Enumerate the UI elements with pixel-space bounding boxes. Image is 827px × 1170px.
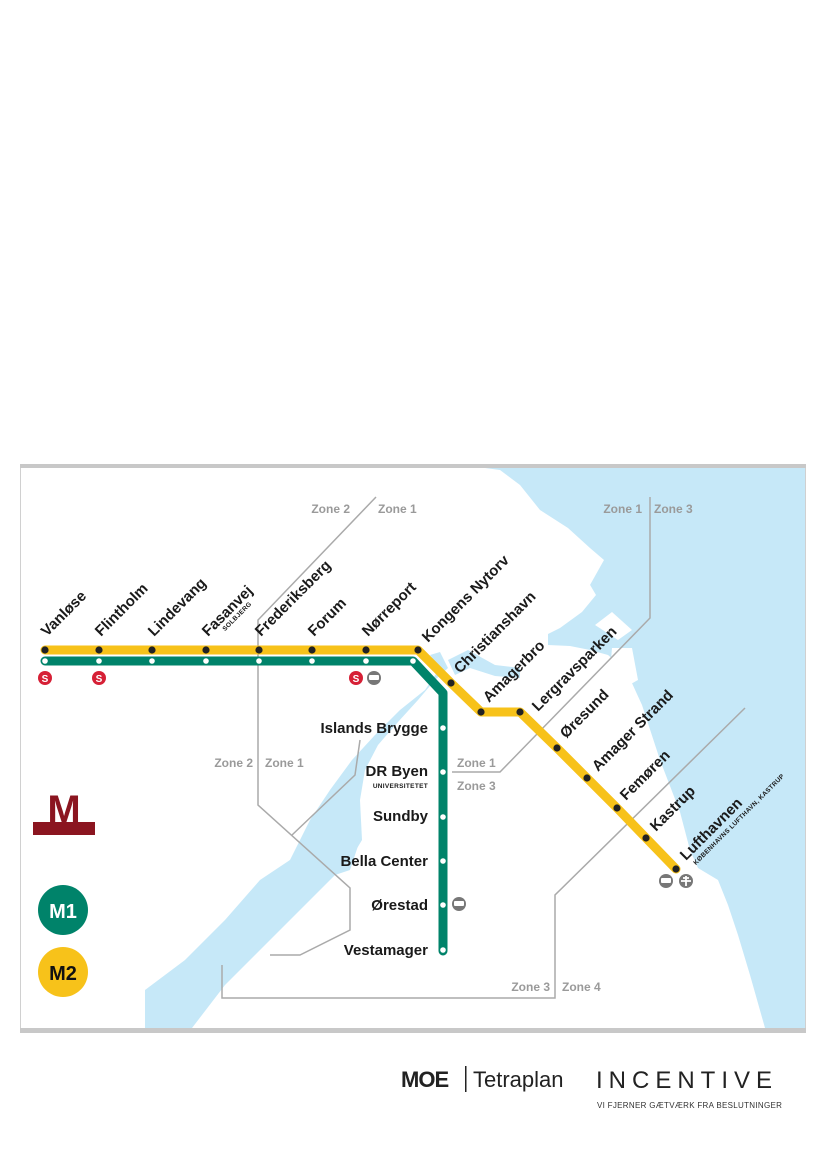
station-label-dr-byen[interactable]: DR Byen [365, 763, 428, 780]
airplane-icon [679, 874, 693, 888]
station-dot[interactable] [440, 769, 446, 775]
station-dot[interactable] [477, 708, 485, 716]
zone-label: Zone 1 [378, 502, 417, 516]
prøvestenen-pier [595, 612, 632, 640]
station-dot[interactable] [440, 814, 446, 820]
oresund-sound [485, 468, 805, 1028]
s-train-icon: S [349, 671, 363, 685]
m1-line [40, 656, 448, 956]
station-dot[interactable] [95, 646, 103, 654]
station-dot[interactable] [256, 658, 262, 664]
zone-label: Zone 2 [311, 502, 350, 516]
inner-harbour [145, 652, 448, 1028]
station-dot[interactable] [96, 658, 102, 664]
station-label-femoren[interactable]: Femøren [617, 747, 674, 804]
station-dot[interactable] [414, 646, 422, 654]
zone-label: Zone 2 [214, 756, 253, 770]
incentive-logo: INCENTIVE [596, 1067, 778, 1094]
station-label-vanlose[interactable]: Vanløse [38, 588, 90, 640]
s-train-icon: S [92, 671, 106, 685]
m1-station-dots [42, 658, 446, 953]
m2-station-dots [41, 646, 680, 873]
christianshavn-canal [448, 650, 520, 678]
s-train-icon-letter: S [353, 674, 360, 685]
m2-line [40, 645, 681, 874]
regional-train-icon [452, 897, 466, 911]
zone-labels: Zone 2 Zone 1 Zone 1 Zone 3 Zone 2 Zone … [214, 502, 693, 994]
s-train-icon-letter: S [42, 674, 49, 685]
station-dot[interactable] [203, 658, 209, 664]
refshaleoen-island [506, 512, 596, 640]
station-label-orestad[interactable]: Ørestad [371, 897, 428, 914]
zone-label: Zone 1 [457, 756, 496, 770]
zone-3-4-boundary [221, 707, 746, 999]
zone-label: Zone 3 [511, 980, 550, 994]
water-areas [145, 468, 805, 1028]
station-dot[interactable] [148, 646, 156, 654]
regional-train-icon [367, 671, 381, 685]
station-dot[interactable] [642, 834, 650, 842]
footer-logos: MOE Tetraplan INCENTIVE VI FJERNER GÆTVÆ… [401, 1066, 782, 1110]
station-dot[interactable] [440, 902, 446, 908]
station-dot[interactable] [440, 858, 446, 864]
station-label-sundby[interactable]: Sundby [373, 808, 429, 825]
m1-badge-label: M1 [49, 901, 77, 923]
zone-label: Zone 1 [603, 502, 642, 516]
station-label-bella-center[interactable]: Bella Center [340, 853, 428, 870]
m2-badge-label: M2 [49, 963, 77, 985]
station-label-flintholm[interactable]: Flintholm [92, 580, 152, 640]
station-label-oresund[interactable]: Øresund [557, 686, 613, 742]
m2-legend-badge: M2 [38, 947, 88, 997]
transfer-icons: S S S [38, 671, 693, 911]
station-label-forum[interactable]: Forum [305, 595, 350, 640]
station-label-vestamager[interactable]: Vestamager [344, 942, 428, 959]
station-dot[interactable] [202, 646, 210, 654]
station-dot[interactable] [440, 725, 446, 731]
moe-logo: MOE [401, 1067, 448, 1092]
land-areas [506, 512, 638, 690]
metro-logo: M [33, 788, 95, 835]
amager-pier [610, 648, 638, 690]
station-dot[interactable] [553, 744, 561, 752]
station-dot[interactable] [362, 646, 370, 654]
station-dot[interactable] [41, 646, 49, 654]
station-dot[interactable] [440, 947, 446, 953]
zone-1-2-boundary-west [257, 665, 351, 956]
station-label-norreport[interactable]: Nørreport [359, 579, 420, 640]
harbour-south-channel [268, 840, 360, 885]
m1-legend-badge: M1 [38, 885, 88, 935]
map-frame [20, 464, 806, 1033]
station-dot[interactable] [613, 804, 621, 812]
s-train-icon-letter: S [96, 674, 103, 685]
station-dot[interactable] [583, 774, 591, 782]
tetraplan-logo: Tetraplan [473, 1067, 564, 1092]
regional-train-icon [659, 874, 673, 888]
station-label-islands-brygge[interactable]: Islands Brygge [320, 720, 428, 737]
zone-1-3-boundary [452, 497, 651, 773]
zone-label: Zone 4 [562, 980, 601, 994]
zone-label: Zone 3 [457, 779, 496, 793]
station-dot[interactable] [447, 679, 455, 687]
zone-label: Zone 3 [654, 502, 693, 516]
legend: M M1 M2 [33, 788, 95, 997]
incentive-tagline: VI FJERNER GÆTVÆRK FRA BESLUTNINGER [597, 1101, 782, 1110]
station-dot[interactable] [149, 658, 155, 664]
station-dot[interactable] [309, 658, 315, 664]
m1-station-labels: Islands Brygge DR Byen UNIVERSITETET Sun… [320, 720, 428, 959]
station-dot[interactable] [255, 646, 263, 654]
station-dot[interactable] [363, 658, 369, 664]
metro-lines [40, 645, 681, 956]
station-dot[interactable] [308, 646, 316, 654]
station-dot[interactable] [672, 865, 680, 873]
station-sublabel-universitetet: UNIVERSITETET [373, 783, 428, 790]
station-dot[interactable] [516, 708, 524, 716]
station-dot[interactable] [410, 658, 416, 664]
station-dot[interactable] [42, 658, 48, 664]
s-train-icon: S [38, 671, 52, 685]
zone-1-2-boundary-harbour [291, 739, 361, 836]
zone-label: Zone 1 [265, 756, 304, 770]
metro-logo-letter: M [47, 788, 80, 832]
